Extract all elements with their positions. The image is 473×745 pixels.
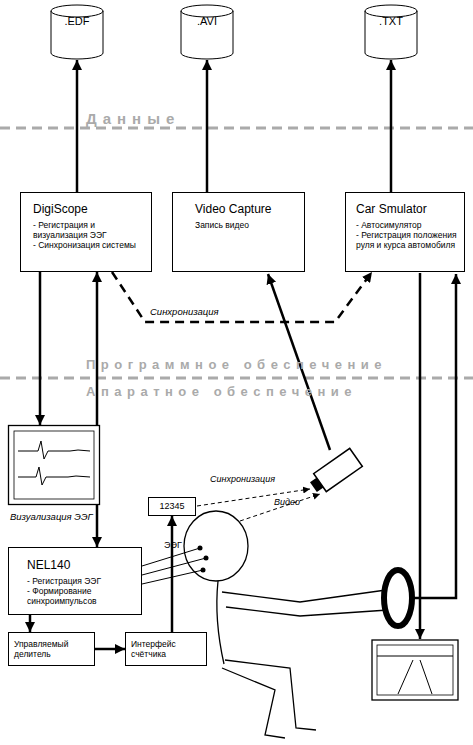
module-title: Video Capture	[195, 202, 298, 216]
layer-separator	[0, 127, 473, 130]
hardware-module: NEL140 - Регистрация ЭЭГ- Формирование си…	[8, 547, 142, 615]
video-dashed-arrow	[240, 494, 320, 521]
subject-head	[184, 511, 248, 581]
data-arrow	[76, 60, 79, 192]
module-description: - Регистрация и визуализация ЭЭГ	[33, 220, 145, 240]
steering-wheel	[384, 570, 412, 626]
video-camera	[307, 448, 362, 496]
data-file: .TXT	[364, 4, 418, 60]
display-signal-arrow	[419, 273, 422, 639]
hardware-block: Интерфейс счётчика	[125, 632, 207, 666]
monitor-screen	[14, 431, 94, 499]
eeg-wires	[142, 548, 206, 584]
layer-label: Апаратное обеспечение	[86, 384, 357, 399]
counter-value: 12345	[149, 501, 195, 512]
module-description: - Автосимулятор	[356, 220, 458, 230]
module-description: - Регистрация ЭЭГ	[27, 576, 135, 586]
road-drawing	[377, 656, 453, 694]
data-arrow	[29, 615, 32, 632]
cylinder-body	[51, 5, 103, 59]
data-arrow	[390, 60, 393, 192]
edge-label: Синхронизация	[150, 306, 219, 317]
module-title: Car Smulator	[356, 202, 458, 216]
simulator-screen-inner	[377, 645, 453, 695]
module-title: NEL140	[27, 558, 135, 572]
module-description: - Синхронизация системы	[33, 240, 145, 250]
monitor-frame	[9, 426, 100, 505]
cylinder-outline	[50, 4, 104, 60]
camera-lens	[310, 478, 323, 492]
layer-separator	[0, 377, 473, 380]
file-extension: .EDF	[50, 4, 104, 27]
module-description: Запись видео	[195, 220, 298, 230]
sync-dashed-arrow	[197, 489, 310, 506]
module-description: - Регистрация положения руля и курса авт…	[356, 230, 458, 250]
layer-label: Данные	[86, 110, 180, 127]
cylinder-outline	[364, 4, 418, 60]
simulator-screen	[372, 640, 458, 700]
layer-label: Программное обеспечение	[86, 357, 387, 372]
eeg-trace	[18, 441, 90, 485]
cylinder-outline	[180, 4, 234, 60]
cylinder-body	[181, 5, 233, 59]
data-arrow	[171, 516, 174, 632]
caption: Визуализация ЭЭГ	[10, 511, 93, 522]
data-file: .AVI	[180, 4, 234, 60]
software-module: DigiScope - Регистрация и визуализация ЭЭ…	[20, 192, 152, 272]
sync-connector	[112, 272, 372, 322]
counter-display: 12345	[148, 497, 196, 516]
subject-legs	[222, 660, 316, 738]
cylinder-body	[365, 5, 417, 59]
data-arrow	[39, 272, 42, 425]
subject-torso	[217, 581, 224, 664]
data-arrow	[96, 272, 99, 547]
module-title: DigiScope	[33, 202, 145, 216]
data-arrow	[206, 60, 209, 192]
block-label: Управляемый делитель	[14, 639, 90, 659]
monitor-outline	[8, 425, 100, 505]
signal-label: Синхронизация	[210, 474, 275, 484]
file-extension: .AVI	[180, 4, 234, 27]
module-description: - Формирование синхроимпульсов	[27, 586, 135, 606]
eeg-monitor: Визуализация ЭЭГ	[8, 425, 100, 505]
block-label: Интерфейс счётчика	[131, 639, 202, 659]
data-file: .EDF	[50, 4, 104, 60]
software-module: Video CaptureЗапись видео	[172, 192, 305, 272]
data-arrow	[95, 648, 125, 651]
signal-label: Видео	[274, 497, 300, 507]
hardware-block: Управляемый делитель	[8, 632, 95, 666]
file-extension: .TXT	[364, 4, 418, 27]
subject-arms	[222, 590, 388, 616]
signal-label: ЭЭГ	[164, 540, 182, 550]
software-module: Car Smulator - Автосимулятор- Регистрация…	[345, 192, 465, 272]
